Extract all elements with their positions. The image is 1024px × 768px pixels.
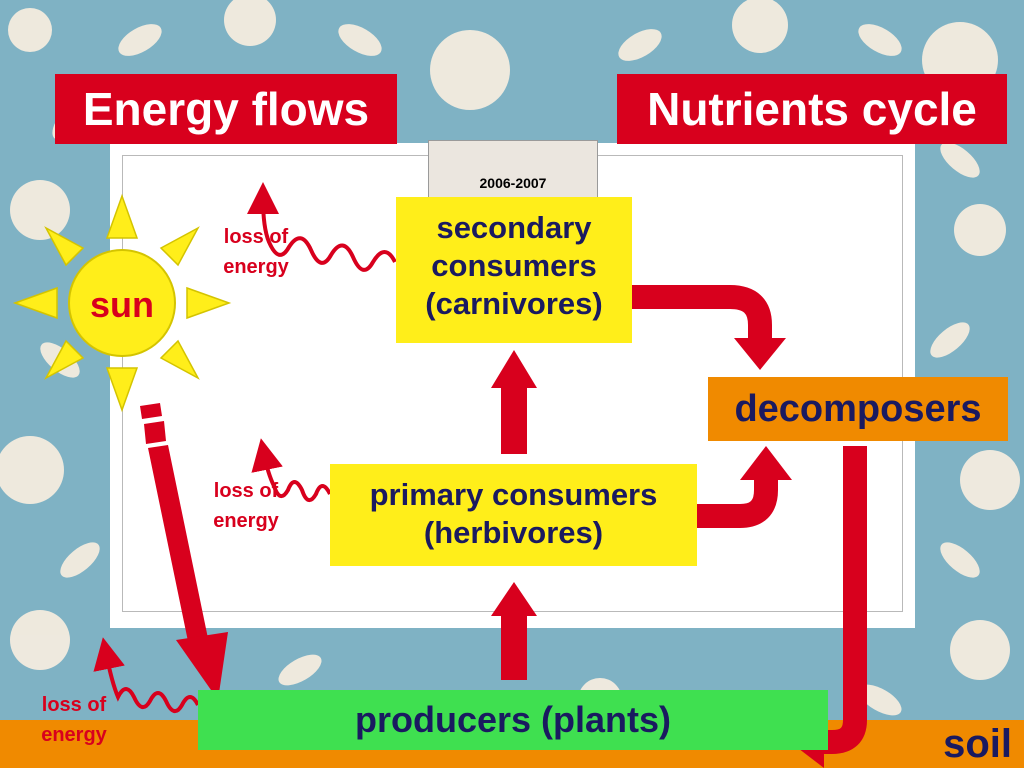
sun-to-producers-arrow	[140, 403, 228, 700]
secondary-consumers-box: secondary consumers (carnivores)	[396, 197, 632, 343]
decomposers-box: decomposers	[708, 377, 1008, 441]
primary-line-1: primary consumers	[369, 477, 658, 512]
primary-consumers-box: primary consumers (herbivores)	[330, 464, 697, 566]
producers-to-primary-arrow	[491, 582, 537, 680]
wavy-loss-arrow-primary	[251, 438, 332, 502]
primary-line-2: (herbivores)	[423, 515, 604, 550]
nutrients-cycle-title: Nutrients cycle	[617, 74, 1007, 144]
secondary-line-3: (carnivores)	[425, 286, 603, 321]
primary-to-secondary-arrow	[491, 350, 537, 454]
energy-flows-title: Energy flows	[55, 74, 397, 144]
year-tab: 2006-2007	[428, 140, 598, 202]
loss-of-energy-label-primary: loss of energy	[213, 480, 279, 532]
sun-label: sun	[89, 284, 154, 325]
secondary-to-decomposers-arrow	[630, 285, 786, 370]
wavy-loss-arrow-secondary	[247, 182, 397, 272]
sun-icon	[12, 193, 232, 413]
producers-box: producers (plants)	[198, 690, 828, 750]
soil-label: soil	[943, 722, 1012, 766]
secondary-line-1: secondary	[436, 210, 592, 245]
loss-of-energy-label-secondary: loss of energy	[223, 226, 289, 278]
wavy-loss-arrow-producers	[93, 637, 200, 713]
secondary-line-2: consumers	[431, 248, 597, 283]
loss-of-energy-label-producers: loss of energy	[41, 694, 107, 746]
primary-to-decomposers-arrow	[697, 446, 792, 528]
